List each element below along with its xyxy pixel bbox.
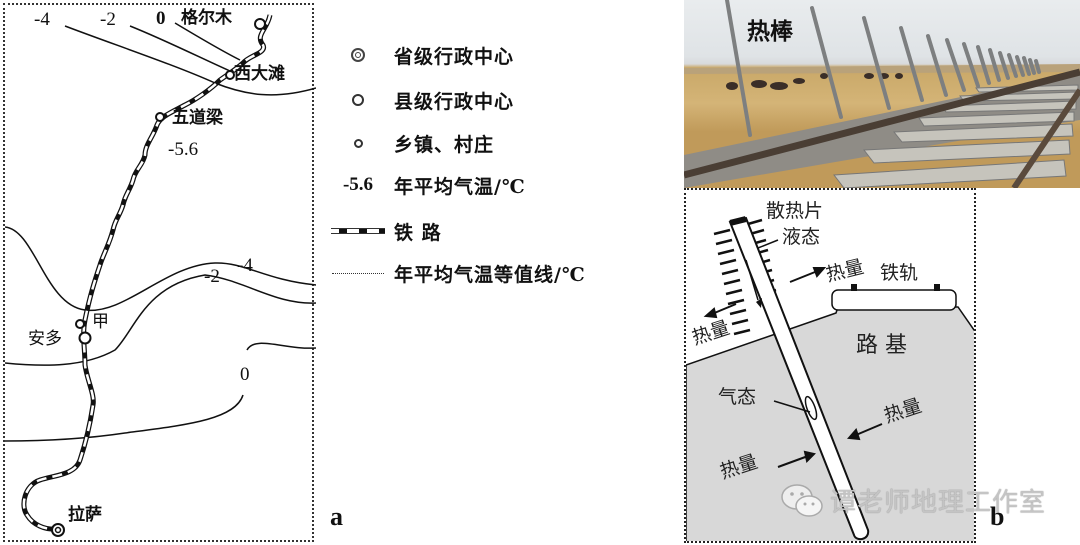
isoline-label: -4	[34, 9, 50, 30]
label-roadbed: 路 基	[856, 333, 907, 358]
isotherm-minus4-north	[64, 25, 316, 96]
legend-label: 乡镇、村庄	[394, 133, 495, 156]
label-liquid: 液态	[782, 226, 821, 248]
provincial-center-icon	[351, 48, 365, 62]
temperature-value-symbol: -5.6	[342, 174, 374, 195]
map-drawing	[5, 14, 316, 537]
place-label-wudaoliang: 五道梁	[172, 108, 223, 128]
watermark: 谭老师地理工作室	[780, 482, 1046, 519]
thermosyphon-diagram: 散热片 液态 热量 铁轨 热量 路 基 气态 热量 热量	[684, 188, 976, 543]
thermosyphon-photo: 热棒	[684, 0, 1080, 188]
wechat-icon	[781, 483, 823, 517]
railway-line-fill	[22, 14, 272, 531]
lhasa-marker-inner	[54, 526, 62, 534]
label-gas: 气态	[718, 386, 757, 408]
rail-right	[934, 284, 940, 291]
legend-item-town: 乡镇、村庄	[322, 128, 662, 158]
diagram-drawing	[686, 216, 974, 541]
place-label-jia: 甲	[92, 312, 109, 332]
place-label-xidatan: 西大滩	[234, 64, 285, 84]
place-label-golmud: 格尔木	[181, 8, 232, 28]
isotherm-minus2-mid	[5, 274, 316, 366]
watermark-text: 谭老师地理工作室	[830, 488, 1047, 518]
legend-label: 年平均气温等值线/℃	[394, 263, 586, 286]
isotherm-minus4-mid	[5, 226, 316, 311]
map-panel-a	[3, 3, 316, 542]
isoline-label: -2	[100, 9, 116, 30]
legend-item-isotherm: 年平均气温等值线/℃	[322, 258, 662, 288]
label-rail: 铁轨	[880, 262, 919, 284]
isotherm-0-north	[174, 22, 241, 61]
isotherm-minus2-north	[129, 25, 231, 72]
isotherm-0-east-upper	[246, 342, 316, 351]
gas-bubble	[804, 395, 818, 421]
isoline-label: -2	[204, 266, 220, 287]
legend-item-county: 县级行政中心	[322, 85, 662, 115]
legend-label: 铁 路	[394, 221, 442, 244]
heat-rod-tube	[728, 216, 870, 541]
isoline-label: -4	[237, 255, 253, 276]
ground-slope	[686, 306, 974, 541]
legend-label: 年平均气温/℃	[394, 175, 526, 198]
legend-item-provincial: 省级行政中心	[322, 40, 662, 70]
rail-sleeper	[831, 289, 957, 311]
legend-label: 县级行政中心	[394, 90, 515, 113]
isotherm-0-south	[5, 394, 244, 442]
county-center-icon	[352, 94, 364, 106]
panel-label-a: a	[330, 502, 343, 531]
isoline-label: 0	[240, 364, 250, 385]
railway-line-outline	[21, 14, 273, 532]
isotherm-line-icon	[332, 272, 384, 274]
jia-marker	[75, 319, 85, 329]
isoline-label: 0	[156, 8, 166, 29]
place-label-lhasa: 拉萨	[68, 505, 102, 525]
legend-item-railway: 铁 路	[322, 216, 662, 246]
place-label-amdo: 安多	[28, 329, 62, 349]
heat-rod-cap	[729, 216, 747, 226]
temperature-value-label: -5.6	[168, 139, 199, 160]
xidatan-marker	[225, 70, 235, 80]
railway-icon	[331, 228, 385, 234]
rail-left	[851, 284, 857, 291]
wudaoliang-marker	[155, 112, 165, 122]
golmud-marker	[254, 18, 266, 30]
label-fins: 散热片	[766, 200, 824, 222]
panel-label-b: b	[990, 502, 1005, 531]
legend-item-temperature: -5.6 年平均气温/℃	[322, 170, 662, 200]
photo-label-heat-rod: 热棒	[747, 18, 793, 45]
town-village-icon	[353, 138, 363, 148]
photo-drawing	[684, 0, 1080, 188]
amdo-marker	[78, 331, 92, 345]
legend-label: 省级行政中心	[394, 45, 515, 68]
